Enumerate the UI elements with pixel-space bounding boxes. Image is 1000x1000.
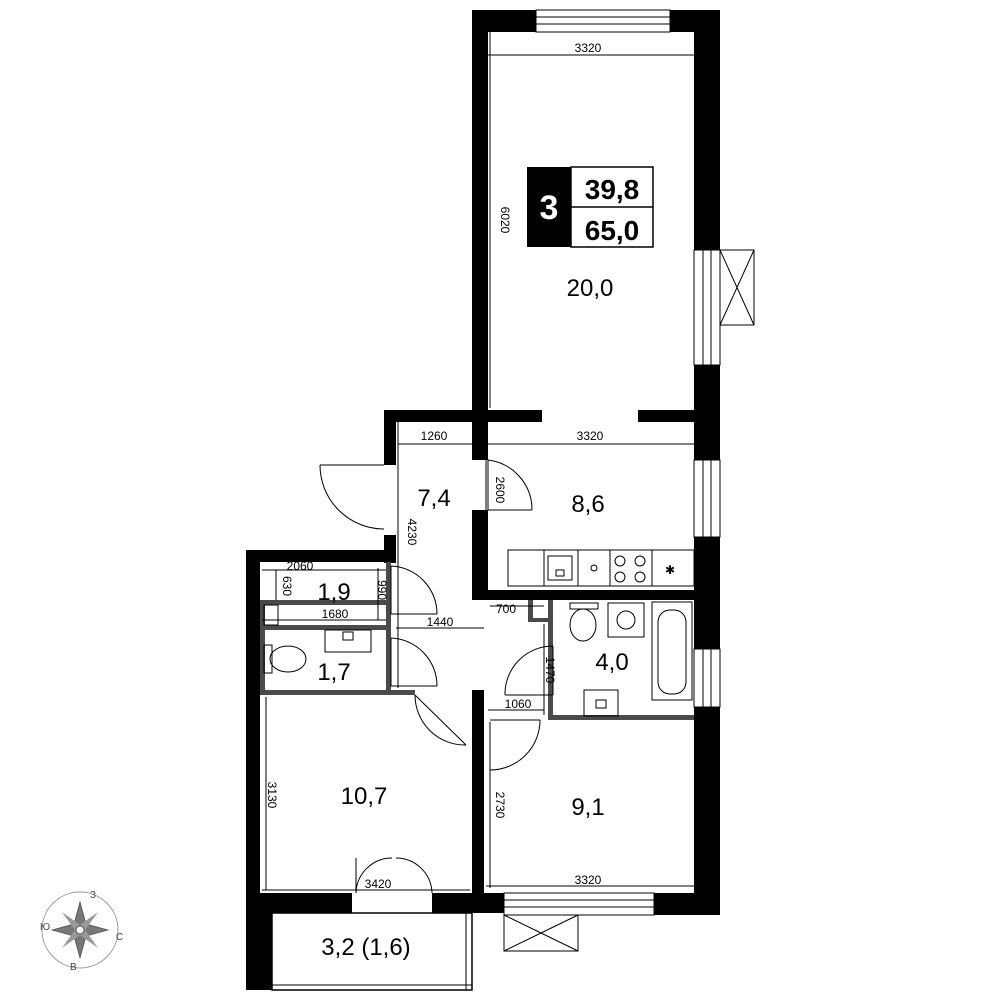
area-bedroom-right: 9,1: [571, 794, 604, 821]
dimension-lines: [262, 30, 694, 891]
dim-bedroom-right-bottom: 3320: [575, 873, 602, 887]
dim-bedroom-left-bottom: 3420: [365, 877, 392, 891]
vent-shafts: [503, 249, 755, 952]
area-badge: 3 39,8 65,0: [527, 166, 654, 248]
area-living-room: 20,0: [567, 275, 614, 302]
compass-s: В: [70, 962, 77, 973]
compass-w: Ю: [40, 922, 50, 933]
area-balcony: 3,2 (1,6): [321, 934, 410, 961]
dim-bedroom-right-side: 2730: [493, 792, 507, 819]
svg-text:✱: ✱: [665, 563, 675, 577]
area-wc-small: 1,9: [317, 579, 350, 606]
sanitary-fixtures: [263, 601, 693, 717]
dim-living-side: 6020: [498, 207, 512, 234]
area-bedroom-left: 10,7: [341, 783, 388, 810]
doors: [319, 459, 554, 894]
dim-kitchen-top: 3320: [577, 429, 604, 443]
dim-kitchen-side: 2600: [493, 477, 507, 504]
dim-bath-bottom: 1060: [505, 697, 532, 711]
dim-bedroom-left-side: 3130: [265, 782, 279, 809]
dim-closet: 700: [496, 602, 516, 616]
walls: [246, 10, 720, 990]
badge-room-count: 3: [540, 189, 559, 227]
dim-living-top: 3320: [575, 41, 602, 55]
dim-wc-side-right: 990: [375, 580, 389, 600]
badge-total-area: 65,0: [585, 215, 640, 246]
dim-corridor: 1440: [427, 615, 454, 629]
dim-wc-top: 2060: [287, 559, 314, 573]
compass-e: С: [116, 932, 123, 943]
area-bathroom: 4,0: [595, 649, 628, 676]
compass-n: З: [90, 890, 96, 901]
dim-hall-side: 4230: [405, 519, 419, 546]
room-areas: 20,0 8,6 7,4 1,9 1,7 4,0 10,7 9,1 3,2 (1…: [317, 275, 628, 961]
balcony: [271, 912, 473, 991]
badge-living-area: 39,8: [585, 174, 640, 205]
windows: [503, 9, 721, 916]
dim-wc-bottom: 1680: [322, 607, 349, 621]
dim-bath-side: 1470: [543, 657, 557, 684]
partitions: [260, 562, 694, 720]
area-hall: 7,4: [417, 485, 450, 512]
area-toilet: 1,7: [317, 659, 350, 686]
dim-hall-top: 1260: [421, 429, 448, 443]
dimension-labels: 3320 6020 1260 3320 2600 4230 2060 630 9…: [265, 41, 604, 891]
compass-icon: З С В Ю: [40, 890, 123, 973]
dim-wc-side-left: 630: [280, 576, 294, 596]
area-kitchen: 8,6: [571, 491, 604, 518]
kitchen-counter: ✱: [507, 549, 695, 587]
